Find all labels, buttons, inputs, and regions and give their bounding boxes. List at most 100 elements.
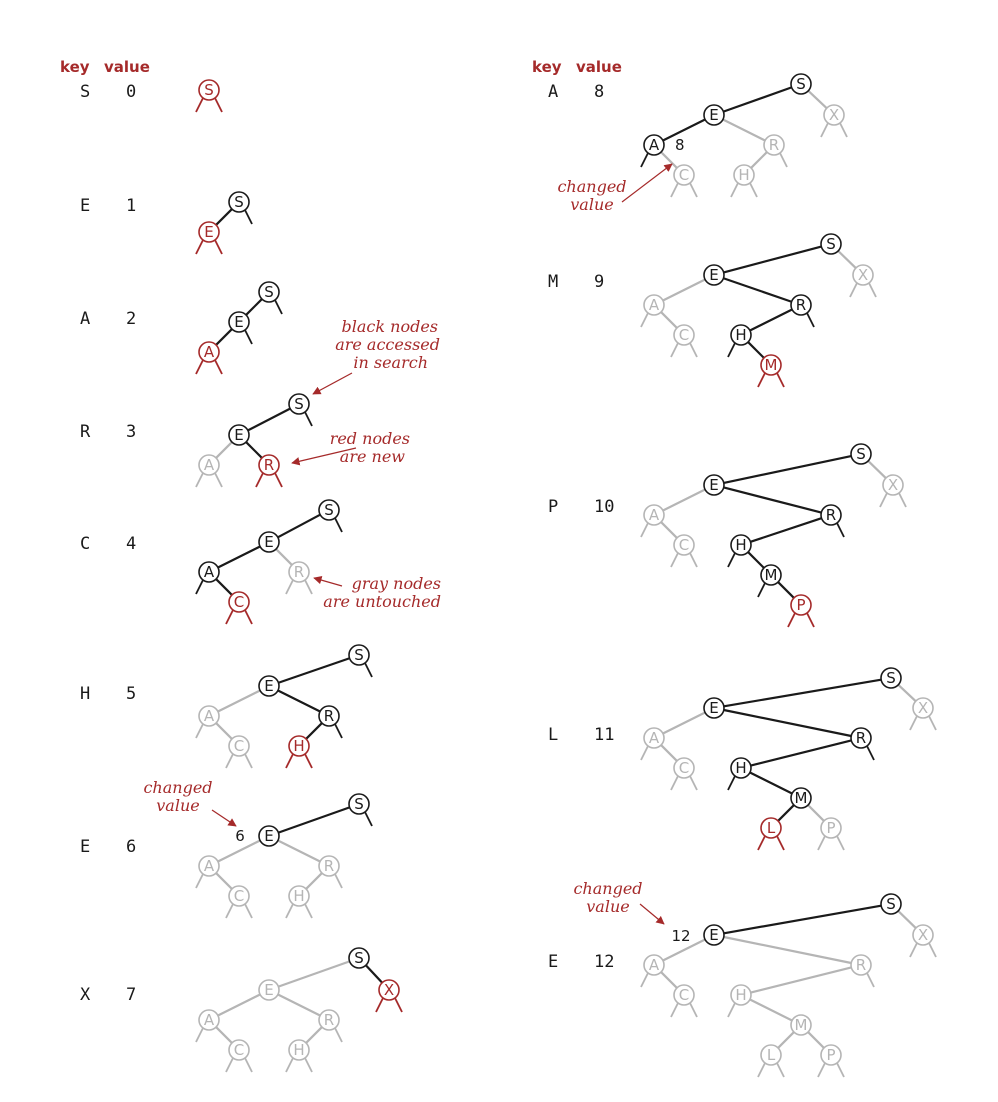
svg-text:changed: changed (557, 177, 626, 196)
annotation-changed-value-a8: changed value (557, 163, 673, 214)
node-circle (318, 1009, 340, 1031)
node-label: X (829, 106, 839, 124)
null-link-stub (689, 775, 698, 791)
node-circle (912, 697, 934, 719)
edge-h-m (749, 771, 793, 795)
node-circle (228, 191, 250, 213)
changed-value-label: 12 (671, 927, 690, 945)
node-circle (348, 947, 370, 969)
node-label: E (709, 926, 718, 944)
node-circle (258, 531, 280, 553)
node-circle (378, 979, 400, 1001)
node-circle (912, 924, 934, 946)
node-label: A (649, 956, 660, 974)
node-label: H (738, 166, 749, 184)
node-e-accessed: E (703, 264, 725, 286)
edge-e-a (217, 545, 261, 569)
node-label: R (856, 729, 866, 747)
node-label: E (234, 426, 243, 444)
node-label: X (918, 926, 928, 944)
edge-a-c (660, 971, 678, 989)
node-c-untouched: C (228, 885, 250, 907)
annotation-red-nodes: red nodes are new (291, 429, 410, 466)
node-circle (880, 667, 902, 689)
edge-s-e (245, 298, 263, 316)
node-label: X (858, 266, 868, 284)
null-link-stub (304, 579, 313, 595)
node-circle (198, 855, 220, 877)
node-circle (703, 924, 725, 946)
node-circle (730, 984, 752, 1006)
null-link-stub (334, 1027, 343, 1043)
node-e-accessed: E (703, 924, 725, 946)
null-link-stub (776, 372, 785, 388)
null-link-stub (214, 97, 223, 113)
node-circle (318, 855, 340, 877)
null-link-stub (689, 1002, 698, 1018)
svg-text:value: value (156, 796, 199, 815)
null-link-stub (640, 152, 649, 168)
null-link-stub (928, 942, 937, 958)
node-c-untouched: C (673, 757, 695, 779)
node-label: C (679, 166, 689, 184)
node-label: E (264, 981, 273, 999)
null-link-stub (670, 775, 679, 791)
node-c-untouched: C (673, 164, 695, 186)
node-r-untouched: R (763, 134, 785, 156)
node-label: E (709, 699, 718, 717)
null-link-stub (670, 342, 679, 358)
null-link-stub (195, 239, 204, 255)
edge-s-e (278, 657, 350, 684)
node-label: A (204, 343, 215, 361)
step-value: 2 (126, 309, 136, 329)
step-key: A (80, 309, 90, 329)
null-link-stub (195, 579, 204, 595)
null-link-stub (776, 1062, 785, 1078)
node-circle (198, 454, 220, 476)
node-r-untouched: R (850, 954, 872, 976)
node-m-untouched: M (790, 1014, 812, 1036)
null-link-stub (836, 835, 845, 851)
null-link-stub (787, 612, 796, 628)
null-link-stub (820, 122, 829, 138)
node-s-accessed: S (348, 793, 370, 815)
null-link-stub (195, 873, 204, 889)
node-circle (288, 735, 310, 757)
node-label: H (735, 536, 746, 554)
node-label: A (649, 506, 660, 524)
edge-a-c (660, 521, 678, 539)
node-circle (228, 591, 250, 613)
step-value: 6 (126, 837, 136, 857)
null-link-stub (817, 835, 826, 851)
node-circle (730, 534, 752, 556)
node-label: C (234, 593, 244, 611)
null-link-stub (868, 282, 877, 298)
edge-e-r (722, 118, 766, 142)
node-label: E (204, 223, 213, 241)
edge-r-h (750, 151, 768, 169)
node-label: H (735, 326, 746, 344)
node-label: H (293, 887, 304, 905)
edge-m-l (777, 804, 795, 822)
node-circle (820, 1044, 842, 1066)
node-s-accessed: S (228, 191, 250, 213)
node-label: R (796, 296, 806, 314)
node-label: S (234, 193, 244, 211)
edge-s-e (247, 407, 291, 432)
node-label: R (324, 857, 334, 875)
node-c-untouched: C (673, 324, 695, 346)
node-c-untouched: C (228, 1039, 250, 1061)
null-link-stub (364, 662, 373, 678)
null-link-stub (806, 312, 815, 328)
null-link-stub (244, 1057, 253, 1073)
edge-s-x (837, 250, 857, 269)
null-link-stub (757, 835, 766, 851)
step-value: 4 (126, 534, 136, 554)
step-value: 12 (594, 952, 614, 972)
node-circle (820, 817, 842, 839)
null-link-stub (727, 552, 736, 568)
step-key: R (80, 422, 91, 442)
